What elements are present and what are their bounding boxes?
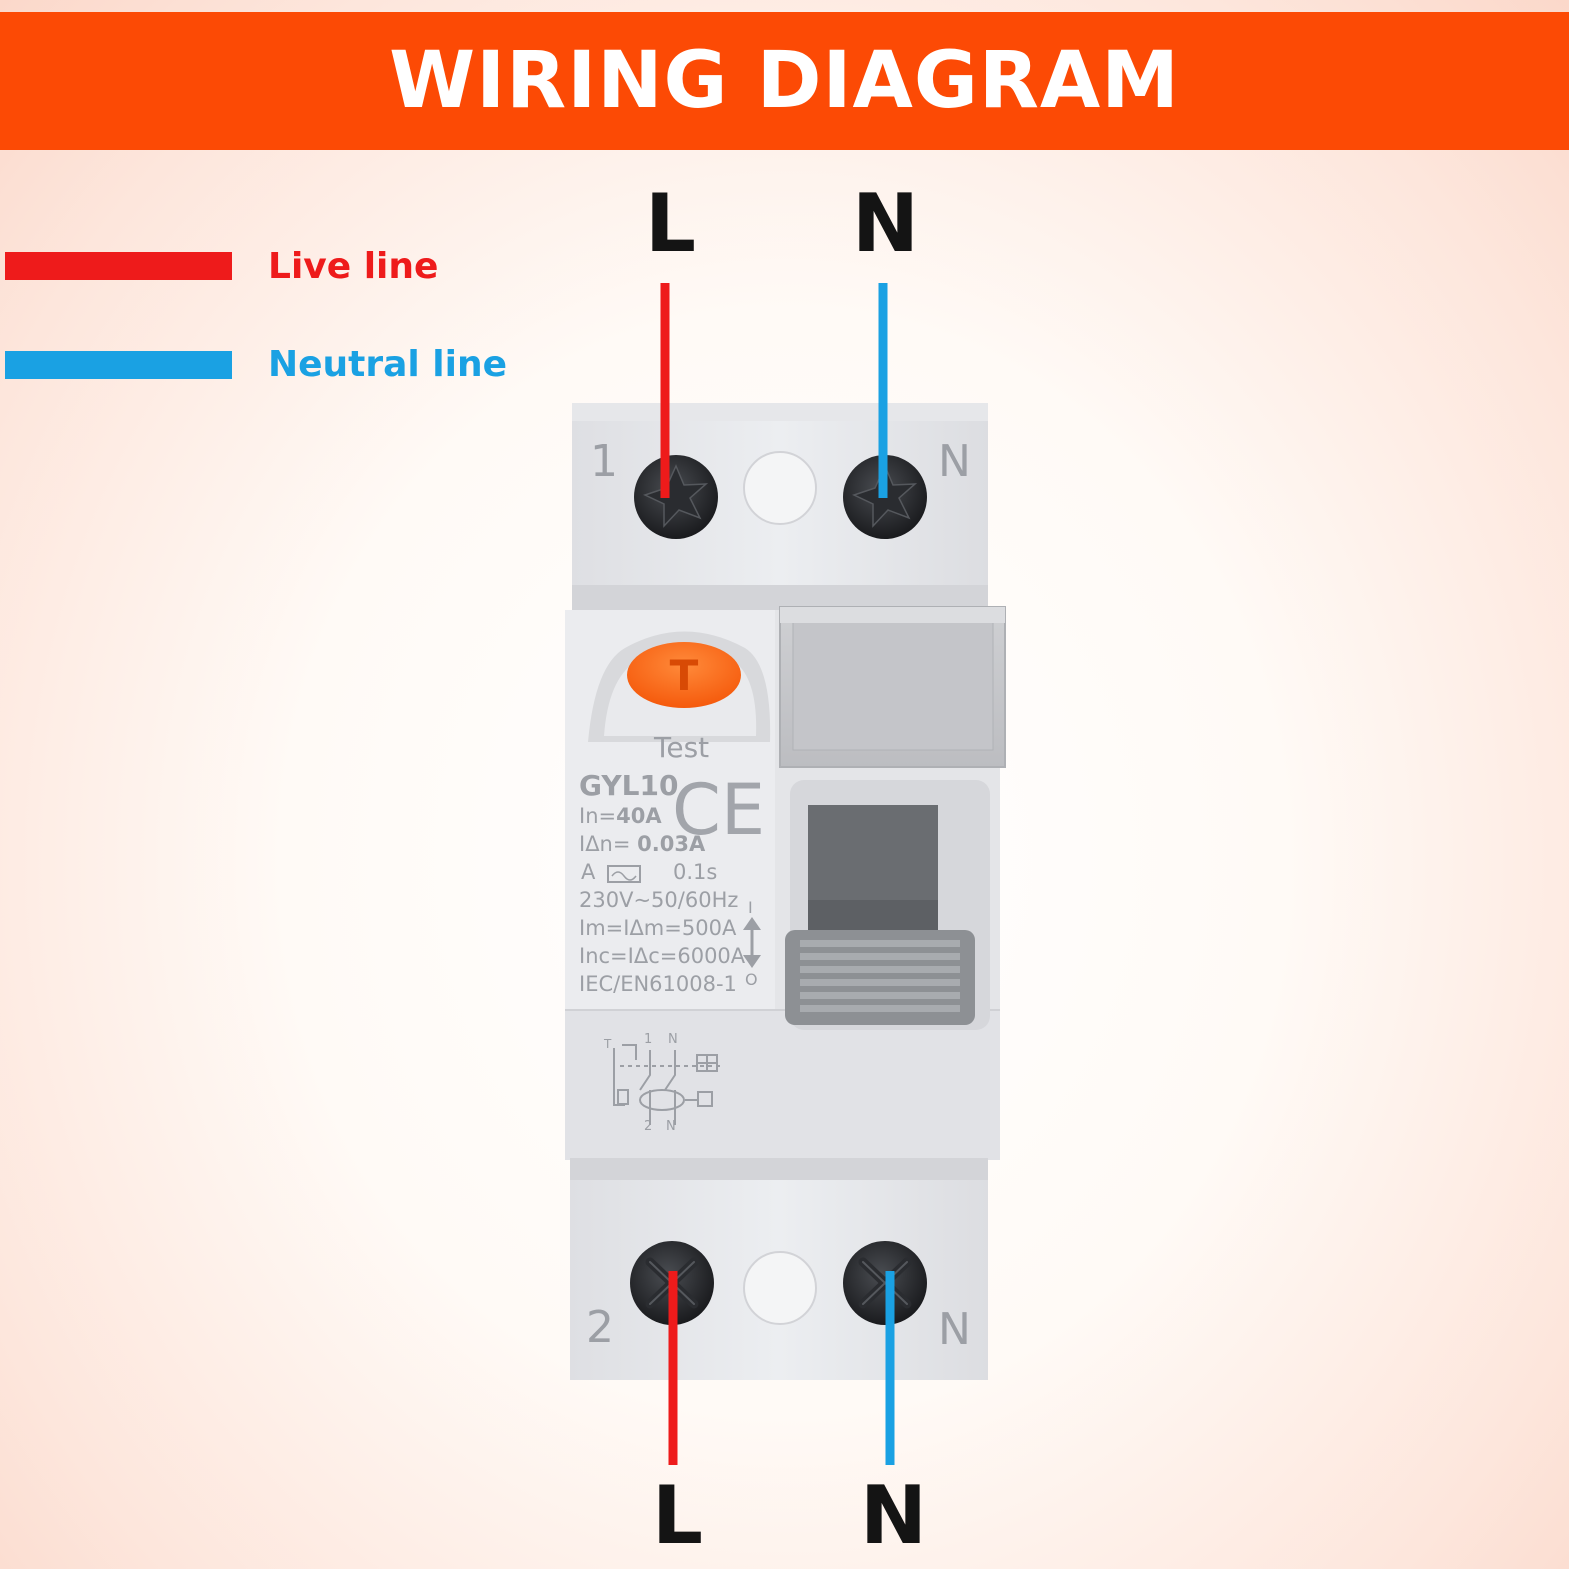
page-title: WIRING DIAGRAM: [389, 36, 1180, 126]
type-label: A: [581, 860, 596, 884]
rated-current: In=40A: [579, 804, 662, 828]
header-banner: WIRING DIAGRAM: [0, 12, 1569, 150]
top-neutral-letter: N: [852, 177, 919, 270]
inc-rating: Inc=IΔc=6000A: [579, 944, 746, 968]
model-label: GYL10: [579, 769, 679, 802]
top-pole-neutral: N: [938, 436, 971, 487]
trip-time: 0.1s: [673, 860, 718, 884]
circuit-schematic: [613, 1044, 720, 1125]
screw-icon: [843, 1241, 927, 1325]
top-live-letter: L: [645, 177, 696, 270]
schematic-2-label: 2: [644, 1119, 653, 1134]
test-button[interactable]: T: [627, 642, 741, 708]
schematic-t-label: T: [604, 1037, 612, 1051]
switch-on-mark: I: [748, 898, 753, 917]
im-rating: Im=IΔm=500A: [579, 916, 737, 940]
live-line-label: Live line: [268, 246, 439, 287]
bottom-pole-number: 2: [586, 1302, 614, 1353]
type-a-symbol-icon: [607, 865, 641, 883]
bottom-neutral-letter: N: [860, 1469, 927, 1562]
blank-port: [743, 1251, 817, 1325]
blank-port: [743, 451, 817, 525]
bottom-pole-neutral: N: [938, 1304, 971, 1355]
test-button-letter: T: [670, 651, 699, 700]
live-line-swatch: [5, 252, 232, 280]
transparent-cover: [779, 606, 1006, 768]
bottom-live-letter: L: [652, 1469, 703, 1562]
switch-off-mark: O: [745, 970, 758, 989]
schematic-n-top-label: N: [668, 1032, 678, 1047]
neutral-line-label: Neutral line: [268, 344, 508, 385]
screw-icon: [634, 455, 718, 539]
schematic-1-label: 1: [644, 1032, 653, 1047]
toggle-lever[interactable]: [785, 930, 975, 1025]
switch-arrow-icon: [743, 917, 761, 968]
neutral-line-swatch: [5, 351, 232, 379]
ce-mark: CE: [672, 769, 765, 851]
standard-label: IEC/EN61008-1: [579, 972, 737, 996]
schematic-n-bottom-label: N: [666, 1119, 676, 1134]
residual-current: IΔn= 0.03A: [579, 832, 706, 856]
test-label: Test: [654, 731, 710, 764]
top-pole-number: 1: [590, 436, 618, 487]
voltage-rating: 230V∼50/60Hz: [579, 888, 739, 912]
